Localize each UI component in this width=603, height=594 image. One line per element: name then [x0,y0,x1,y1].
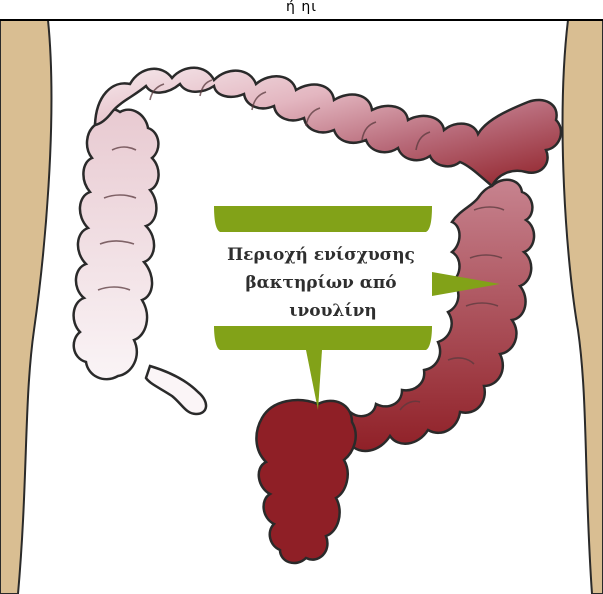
appendix [146,366,206,414]
label-line-3: ινουλίνη [222,298,444,324]
right-skin-shape [563,20,603,594]
transverse-colon [95,68,561,186]
ascending-colon [74,109,159,379]
callout-label: Περιοχή ενίσχυσης βακτηρίων από ινουλίνη [210,208,432,354]
label-line-1: Περιοχή ενίσχυσης [210,242,432,268]
rectum [256,400,355,563]
left-skin-shape [0,20,51,594]
label-line-2: βακτηρίων από [210,270,432,296]
top-caption: ή ηι [0,0,603,16]
